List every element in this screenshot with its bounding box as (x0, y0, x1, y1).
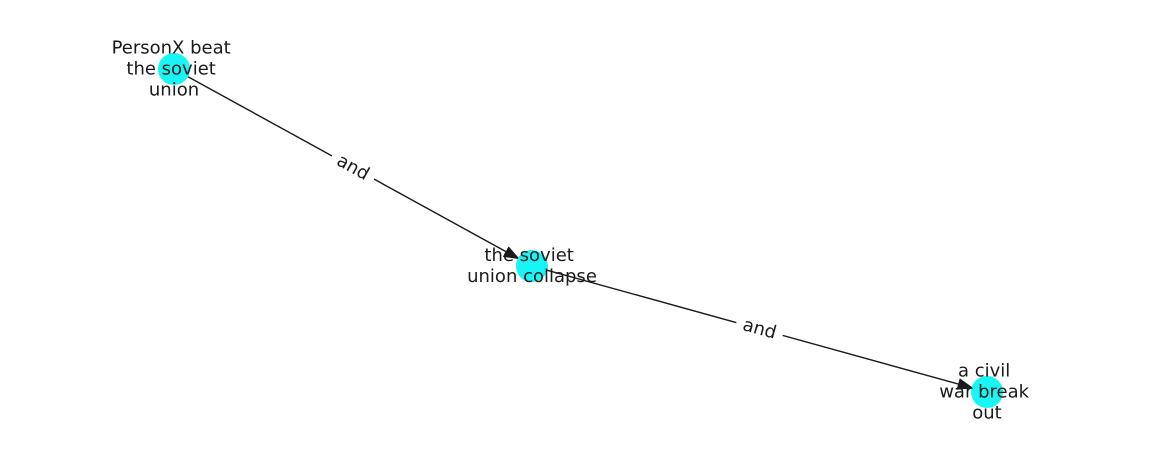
node-label-line: union collapse (467, 266, 597, 287)
node-label-line: PersonX beat (112, 38, 231, 59)
edge-label-text: and (740, 314, 778, 343)
node-circle[interactable] (158, 53, 190, 85)
edge-label-background (326, 145, 380, 190)
edge-label-n2-n3: and (733, 311, 786, 347)
node-label: the soviet union collapse (467, 240, 597, 288)
node-label-line: union (149, 80, 199, 101)
node-label-line: the soviet (484, 245, 573, 266)
node-personx-beat-soviet-union[interactable]: PersonX beat the soviet union (112, 32, 237, 101)
edge-label-background (733, 311, 786, 347)
edges-layer (187, 76, 974, 390)
edge-label-n1-n2: and (326, 145, 380, 190)
node-civil-war-break-out[interactable]: a civil war break out (939, 355, 1035, 424)
node-label-line: out (972, 403, 1001, 424)
node-label: a civil war break out (939, 355, 1035, 424)
node-circle[interactable] (971, 376, 1003, 408)
node-soviet-union-collapse[interactable]: the soviet union collapse (467, 240, 597, 288)
node-label-line: the soviet (126, 59, 215, 80)
node-circle[interactable] (516, 250, 548, 282)
node-label-line: a civil (958, 361, 1010, 382)
node-label-line: war break (939, 382, 1029, 403)
node-label: PersonX beat the soviet union (112, 32, 237, 101)
